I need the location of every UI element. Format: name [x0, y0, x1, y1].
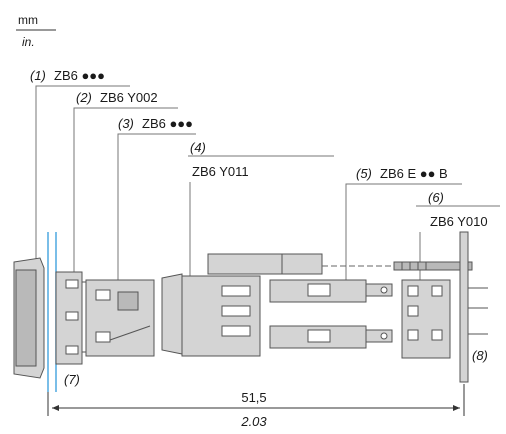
callout-7-num: (7)	[64, 372, 80, 387]
callout-1: (1) ZB6 ●●●	[30, 68, 130, 262]
callout-6: (6) ZB6 Y010	[416, 190, 500, 290]
callout-6-ref: ZB6 Y010	[430, 214, 488, 229]
overall-dimension: 51,5 2.03	[47, 384, 465, 429]
head-part	[13, 257, 45, 379]
callout-2-ref: ZB6 Y002	[100, 90, 158, 105]
callout-2: (2) ZB6 Y002	[73, 90, 178, 280]
units-legend: mm in.	[16, 13, 56, 49]
callout-4: (4) ZB6 Y011	[188, 140, 334, 280]
contact-block-lower	[269, 325, 393, 349]
callout-5-num: (5)	[356, 166, 372, 181]
panel-plate	[459, 231, 488, 383]
screw-rod	[393, 261, 473, 271]
callout-6-num: (6)	[428, 190, 444, 205]
callout-4-num: (4)	[190, 140, 206, 155]
contact-block-upper	[269, 279, 393, 303]
callout-2-num: (2)	[76, 90, 92, 105]
callout-8-num: (8)	[472, 348, 488, 363]
dimension-mm: 51,5	[241, 390, 266, 405]
unit-mm: mm	[18, 13, 38, 27]
callout-3-num: (3)	[118, 116, 134, 131]
collar-part	[55, 271, 96, 365]
callout-3: (3) ZB6 ●●●	[117, 116, 196, 290]
callout-5-ref: ZB6 E ●● B	[380, 166, 448, 181]
callout-1-ref: ZB6 ●●●	[54, 68, 105, 83]
panel-lines	[47, 232, 57, 392]
body-part	[85, 279, 155, 357]
dimension-in: 2.03	[240, 414, 267, 429]
callout-3-ref: ZB6 ●●●	[142, 116, 193, 131]
callout-4-ref: ZB6 Y011	[192, 164, 249, 179]
callout-1-num: (1)	[30, 68, 46, 83]
callout-5: (5) ZB6 E ●● B	[345, 166, 462, 290]
adapter-part	[161, 273, 261, 357]
unit-in: in.	[22, 35, 35, 49]
terminal-block	[401, 279, 451, 359]
